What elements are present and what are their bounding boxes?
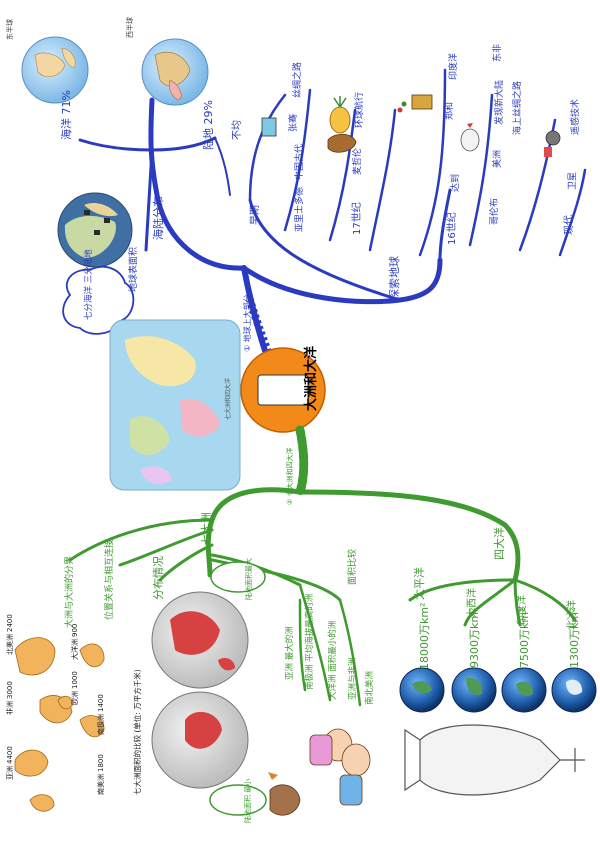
branch-ocean-pct [78, 138, 154, 152]
label-modern: 现代 [563, 215, 575, 235]
chart-europe: 欧洲1000 [70, 671, 79, 705]
label-caption: 地球表面积 [127, 247, 139, 292]
label-ocean-pct: 海洋 71% [59, 90, 73, 140]
label-node1: ① 地球上大部分 [242, 294, 252, 352]
label-pacific: 太平洋 [412, 567, 426, 600]
pineapple-drawing [329, 96, 351, 134]
book-drawing [261, 117, 277, 137]
chart-south-america: 南美洲1800 [96, 754, 105, 795]
branch-early [248, 198, 402, 302]
label-east-africa: 东非 [491, 44, 503, 62]
chart-oceania: 大洋洲900 [70, 624, 79, 660]
label-reach: 达到 [449, 174, 461, 192]
label-silk-road: 丝绸之路 [291, 62, 303, 98]
label-century17: 17世纪 [351, 202, 363, 235]
chart-north-america: 北美洲2400 [5, 614, 14, 655]
label-land-sea: 海陆分布 [151, 196, 165, 240]
label-distribution: 分布情况 [152, 556, 165, 600]
west-globe-label: 西半球 [125, 17, 134, 38]
label-america: 美洲 [491, 150, 503, 168]
bottom-main-curve [205, 487, 303, 578]
top-branch [78, 68, 587, 363]
label-atlantic: 大西洋 [465, 588, 478, 618]
duck-drawing [268, 772, 301, 816]
top-connector-stripes [246, 298, 274, 360]
chart-asia: 亚洲4400 [6, 746, 14, 780]
label-antarctica-highest: 南极洲 平均海拔最高的洲 [304, 594, 315, 690]
label-unequal: 不均 [231, 120, 243, 140]
center-node: 大洲和大洋 [240, 346, 326, 433]
bubble-largest: 陆地面积最大 [244, 558, 253, 600]
bottom-trunk [295, 425, 309, 497]
area-hemispheres [151, 591, 249, 789]
chicken-drawing [460, 123, 480, 152]
label-ancient-china: 中国古代 [293, 144, 305, 180]
land-sea-globe [57, 192, 133, 268]
label-remote-sensing: 遥感技术 [569, 99, 581, 135]
chart-antarctica: 南极洲1400 [96, 694, 105, 735]
top-main-curve [148, 97, 247, 271]
branch-explore [438, 188, 452, 262]
area-bubbles: 陆地面积最大 陆地面积 最小 [209, 558, 267, 823]
branch-unequal [214, 137, 231, 196]
bottom-right-curve [297, 489, 521, 583]
label-arctic: 北冰洋 [565, 600, 578, 630]
top-right-curve [241, 257, 443, 305]
bottom-labels: ② 七大洲和四大洋 七大洲 分布情况 大洲与大洲的分界 位置关系与相互连接 面积… [63, 447, 581, 705]
label-node2: ② 七大洲和四大洋 [285, 447, 294, 505]
label-columbus: 哥伦布 [488, 198, 500, 225]
ocean-land-bubble: 七分海洋 三分陆地 [62, 249, 135, 335]
cartoon-decorations [268, 724, 585, 816]
hemisphere-globes: 东半球 西半球 [5, 17, 209, 106]
label-seven-continents: 七大洲 [199, 512, 213, 545]
satellite-drawing [544, 130, 561, 157]
label-satellite: 卫星 [567, 172, 578, 190]
label-early: 早期 [249, 205, 261, 225]
label-aristotle: 亚里士多德 [293, 187, 305, 232]
rocket-drawing [404, 724, 585, 796]
label-land-pct: 陆地 29% [201, 100, 215, 150]
chart-caption: 七大洲面积的比较 (单位: 万平方千米) [132, 669, 142, 795]
top-labels: 海洋 71% 陆地 29% 不均 海陆分布 地球表面积 ① 地球上大部分 探索地… [59, 44, 581, 352]
world-map-label: 七大洲和四大洋 [224, 378, 232, 420]
label-india: 印度洋 [447, 53, 459, 80]
ocean-land-bubble-text: 七分海洋 三分陆地 [83, 249, 94, 320]
label-new-continent: 发现新大陆 [493, 80, 505, 125]
center-label: 大洲和大洋 [303, 346, 319, 411]
horse-drawing [327, 133, 357, 153]
continent-compare: 七大洲面积的比较 (单位: 万平方千米) 亚洲4400 非洲3000 北美洲24… [5, 614, 142, 812]
label-oceania-smallest: 大洋洲 面积最小的洲 [327, 621, 338, 700]
label-boundary: 大洲与大洲的分界 [63, 556, 75, 628]
label-indian: 印度洋 [515, 595, 528, 625]
bubble-smallest: 陆地面积 最小 [243, 779, 252, 823]
label-asia-largest: 亚洲 最大的洲 [284, 626, 295, 680]
label-century16: 16世纪 [446, 212, 458, 245]
label-explore: 探索地球 [387, 256, 401, 300]
label-sea-route: 海上丝绸之路 [511, 81, 523, 135]
label-south-north-america: 南北美洲 [364, 671, 375, 705]
label-area-compare: 面积比较 [346, 549, 358, 585]
branch-land-sea [144, 148, 154, 252]
label-zhang-qian: 张骞 [287, 114, 299, 132]
label-area-indian: 7500万km² [518, 608, 531, 669]
world-map: 七大洲和四大洋 [109, 319, 241, 491]
label-four-oceans: 四大洋 [492, 527, 506, 560]
ocean-globes [399, 667, 597, 713]
label-zheng-he: 郑和 [443, 102, 455, 120]
branch-land-pct [150, 136, 217, 152]
label-circumnav: 环球航行 [353, 92, 365, 128]
kids-drawing [309, 728, 371, 806]
label-area-arctic: 1300万km² [568, 608, 581, 669]
east-globe-label: 东半球 [5, 19, 14, 40]
label-area-atlantic: 9300万km² [468, 608, 481, 669]
label-asia-africa: 亚洲与非洲 [347, 657, 358, 700]
label-area-pacific: 18000万km² [418, 603, 431, 671]
label-magellan: 麦哲伦 [351, 148, 363, 175]
top-decorations [261, 94, 561, 157]
chart-africa: 非洲3000 [5, 681, 14, 715]
label-relation: 位置关系与相互连接 [103, 539, 115, 620]
treasure-drawing [397, 94, 433, 113]
